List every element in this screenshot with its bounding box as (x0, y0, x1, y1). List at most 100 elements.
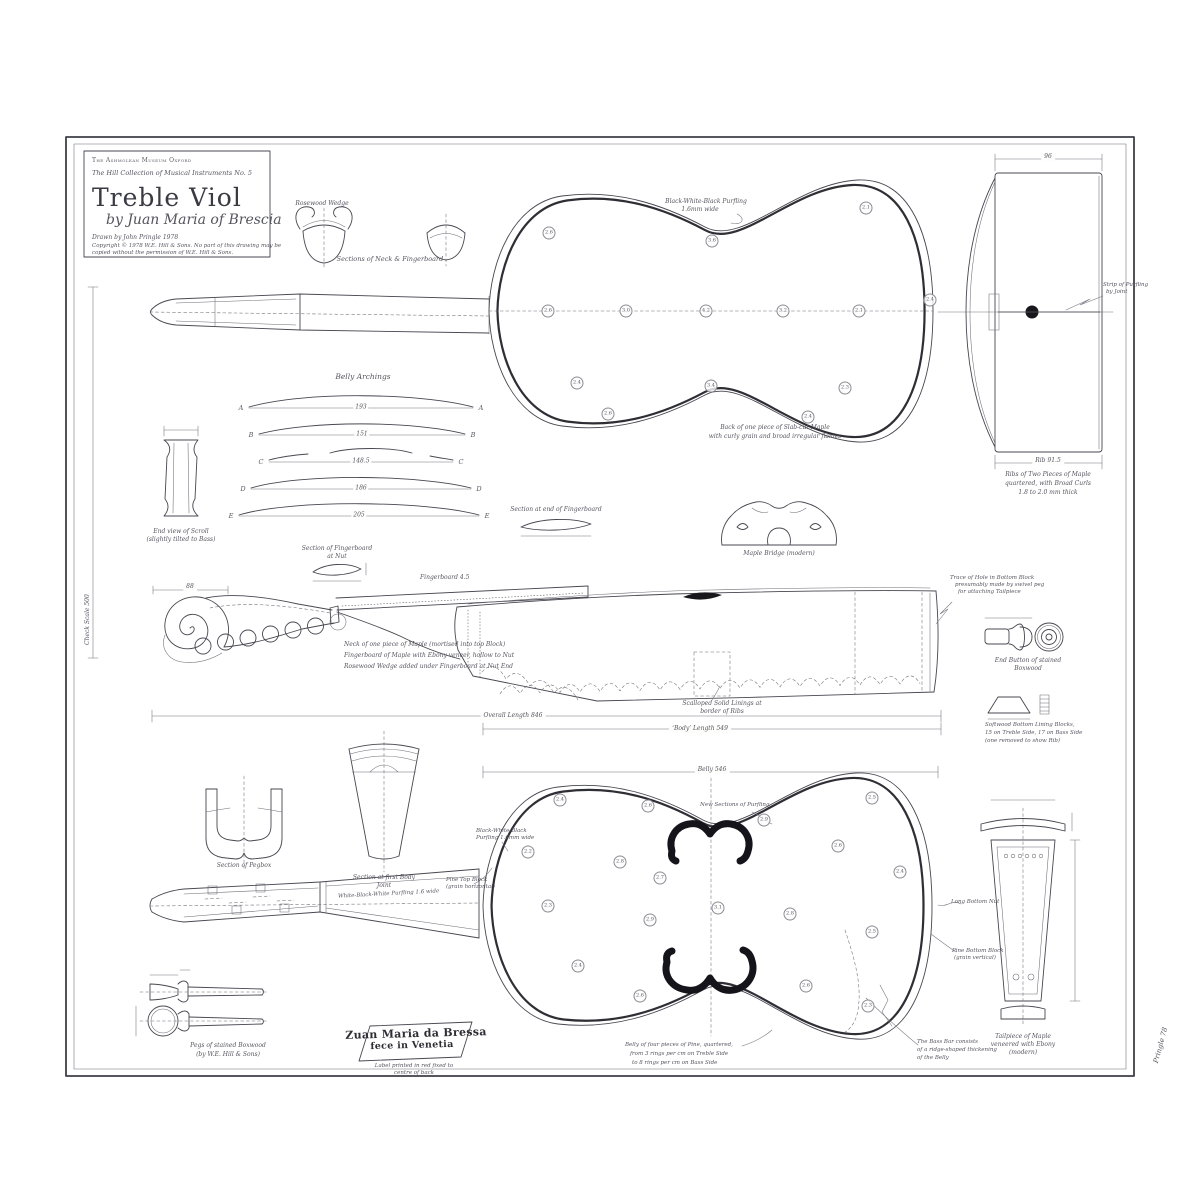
check-scale-line (87, 286, 99, 659)
thickness-mark: 2.4 (553, 793, 567, 807)
drawn-by-note: Drawn by John Pringle 1978 (92, 234, 179, 241)
body-joint-section (348, 730, 420, 873)
rib-dim-bottom: Rib 91.5 (1032, 457, 1064, 465)
scroll-end-caption: End view of Scroll (153, 528, 209, 535)
arching-letter: D (476, 485, 482, 493)
new-purfling-note: New Sections of Purfling (700, 802, 770, 808)
lining-blocks-note: Softwood Bottom Lining Blocks, (985, 722, 1075, 728)
bridge-caption: Maple Bridge (modern) (743, 550, 815, 557)
thickness-mark: 2.5 (865, 791, 879, 805)
fb-end-section-caption: Section at end of Fingerboard (510, 506, 602, 513)
rib-plan (937, 153, 1114, 470)
copyright-line-2: copied without the permission of W.E. Hi… (92, 250, 234, 256)
thickness-mark: 2.4 (893, 865, 907, 879)
thickness-mark: 2.6 (541, 304, 555, 318)
tailpiece-hole-note: Trace of Hole in Bottom Block (950, 575, 1035, 581)
thickness-mark: 2.7 (653, 871, 667, 885)
thickness-mark: 3.4 (704, 379, 718, 393)
thickness-mark: 2.5 (865, 925, 879, 939)
belly-archings (238, 395, 480, 517)
body-joint-section-caption: Section at first Body (352, 874, 416, 881)
thickness-mark: 2.1 (852, 304, 866, 318)
rib-caption: Ribs of Two Pieces of Maple (1005, 471, 1091, 478)
pegs-caption: Pegs of stained Boxwood (190, 1042, 266, 1049)
wedge-note: Rosewood Wedge added under Fingerboard a… (344, 663, 513, 670)
thickness-mark: 3.1 (711, 901, 725, 915)
arching-letter: E (484, 512, 490, 520)
thickness-mark: 2.4 (801, 410, 815, 424)
title-block-frame (83, 150, 271, 258)
body-side-view (151, 587, 942, 736)
overall-length-dim: Overall Length 846 (480, 712, 546, 720)
pegbox-section-caption: Section of Pegbox (216, 862, 272, 869)
thickness-mark: 2.6 (641, 799, 655, 813)
museum-header: The Ashmolean Museum Oxford (92, 157, 192, 164)
thickness-mark: 2.6 (831, 839, 845, 853)
thickness-mark: 2.6 (542, 226, 556, 240)
bottom-nut-note: Long Bottom Nut (951, 899, 1000, 905)
thickness-mark: 2.6 (799, 979, 813, 993)
copyright-line-1: Copyright © 1978 W.E. Hill & Sons. No pa… (92, 243, 282, 249)
linings-note: Scalloped Solid Linings at (682, 700, 762, 707)
thickness-mark: 2.6 (633, 989, 647, 1003)
arching-letter: B (470, 431, 476, 439)
page-title: Treble Viol (92, 183, 242, 212)
collection-header: The Hill Collection of Musical Instrumen… (92, 169, 253, 177)
arching-value: 193 (353, 403, 369, 411)
thickness-mark: 4.2 (699, 304, 713, 318)
thickness-mark: 2.9 (757, 813, 771, 827)
thickness-mark: 3.2 (776, 304, 790, 318)
arching-letter: A (238, 404, 244, 412)
back-purfling-note: Black-White-Black Purfling (665, 198, 747, 205)
top-block-note: Pine Top Block (446, 877, 488, 883)
arching-letter: D (240, 485, 246, 493)
bottom-block-note: Pine Bottom Block (952, 948, 1004, 954)
neck-sections-caption: Sections of Neck & Fingerboard (336, 255, 444, 263)
arching-letter: C (458, 458, 464, 466)
arching-letter: E (228, 512, 234, 520)
arching-letter: B (248, 431, 254, 439)
thickness-mark: 2.3 (861, 999, 875, 1013)
belly-purfling-note: Black-White-Black (476, 828, 527, 834)
fingerboard-dim: Fingerboard 4.5 (420, 574, 470, 581)
rosewood-wedge-note: Rosewood Wedge (295, 200, 349, 207)
thickness-mark: 2.8 (783, 907, 797, 921)
neck-front-view (149, 868, 481, 939)
thickness-mark: 2.3 (541, 899, 555, 913)
tailpiece-caption: Tailpiece of Maple (995, 1033, 1051, 1040)
thickness-mark: 2.2 (521, 845, 535, 859)
arching-letter: A (478, 404, 484, 412)
thickness-mark: 2.3 (838, 381, 852, 395)
archings-title: Belly Archings (335, 372, 391, 381)
bass-bar-note: The Bass Bar consists (917, 1039, 978, 1045)
rib-dim-top: 96 (1041, 153, 1055, 161)
bridge-drawing (721, 501, 837, 546)
pegbox-section (205, 775, 283, 869)
belly-width-dim: Belly 546 (694, 766, 730, 774)
arching-value: 205 (351, 511, 367, 519)
arching-letter: C (258, 458, 264, 466)
thickness-mark: 3.6 (705, 234, 719, 248)
arching-value: 148.5 (350, 457, 372, 465)
end-button-caption: End Button of stained (994, 657, 1062, 664)
neck-section-drawings (295, 206, 466, 269)
body-length-dim: ‘Body’ Length 549 (669, 725, 731, 733)
sheet-border (65, 136, 1135, 1077)
tailpiece-drawing (980, 799, 1081, 1027)
label-cartouche-frame (358, 1021, 473, 1062)
end-button-drawings (935, 601, 1064, 720)
back-wood-note: Back of one piece of Slab-cut Maple (720, 424, 830, 431)
scroll-side-view (152, 585, 589, 663)
rib-purfling-note: Strip of Purfling (1103, 282, 1149, 288)
thickness-mark: 2.6 (601, 407, 615, 421)
thickness-mark: 2.4 (571, 959, 585, 973)
label-note: Label printed in red fixed to (374, 1063, 454, 1069)
pegs-drawings (135, 969, 269, 1037)
thickness-mark: 3.0 (619, 304, 633, 318)
scroll-end-view (163, 425, 199, 517)
thickness-mark: 2.9 (643, 913, 657, 927)
fb-nut-section-caption: Section of Fingerboard (301, 545, 373, 552)
